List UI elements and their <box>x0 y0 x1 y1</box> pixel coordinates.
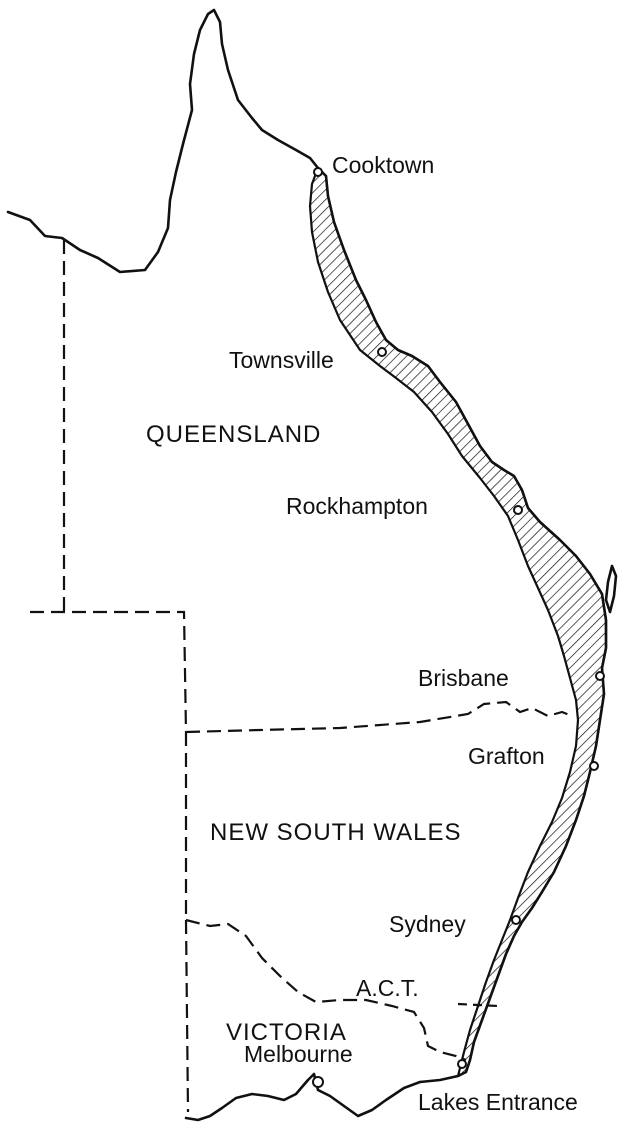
lakes-entrance-marker <box>457 1059 467 1069</box>
label-new-south-wales: NEW SOUTH WALES <box>210 819 461 846</box>
border-qld-nsw <box>185 700 573 734</box>
label-townsville: Townsville <box>229 347 334 373</box>
label-act: A.C.T. <box>356 975 419 1001</box>
border-nsw-vic <box>185 918 467 1062</box>
cooktown-marker <box>313 167 323 177</box>
sydney-marker <box>511 915 521 925</box>
border-qld-sa <box>30 610 188 733</box>
label-victoria: VICTORIA <box>226 1019 347 1046</box>
island-fraser <box>604 564 618 614</box>
coastline-victoria <box>184 1072 422 1122</box>
label-lakes-entrance: Lakes Entrance <box>418 1089 578 1115</box>
label-melbourne: Melbourne <box>244 1041 353 1067</box>
melbourne-marker <box>312 1076 324 1088</box>
border-vic-sa <box>184 919 190 1113</box>
label-brisbane: Brisbane <box>418 665 509 691</box>
rockhampton-marker <box>513 505 523 515</box>
grafton-marker <box>589 761 599 771</box>
label-cooktown: Cooktown <box>332 152 434 178</box>
label-rockhampton: Rockhampton <box>286 493 428 519</box>
coastline-cape-york <box>6 8 320 274</box>
brisbane-marker <box>595 671 605 681</box>
coastal-hatched-region <box>308 166 608 1078</box>
border-act <box>457 1002 499 1008</box>
label-grafton: Grafton <box>468 743 545 769</box>
label-sydney: Sydney <box>389 911 466 937</box>
townsville-marker <box>377 347 387 357</box>
label-queensland: QUEENSLAND <box>146 421 321 448</box>
